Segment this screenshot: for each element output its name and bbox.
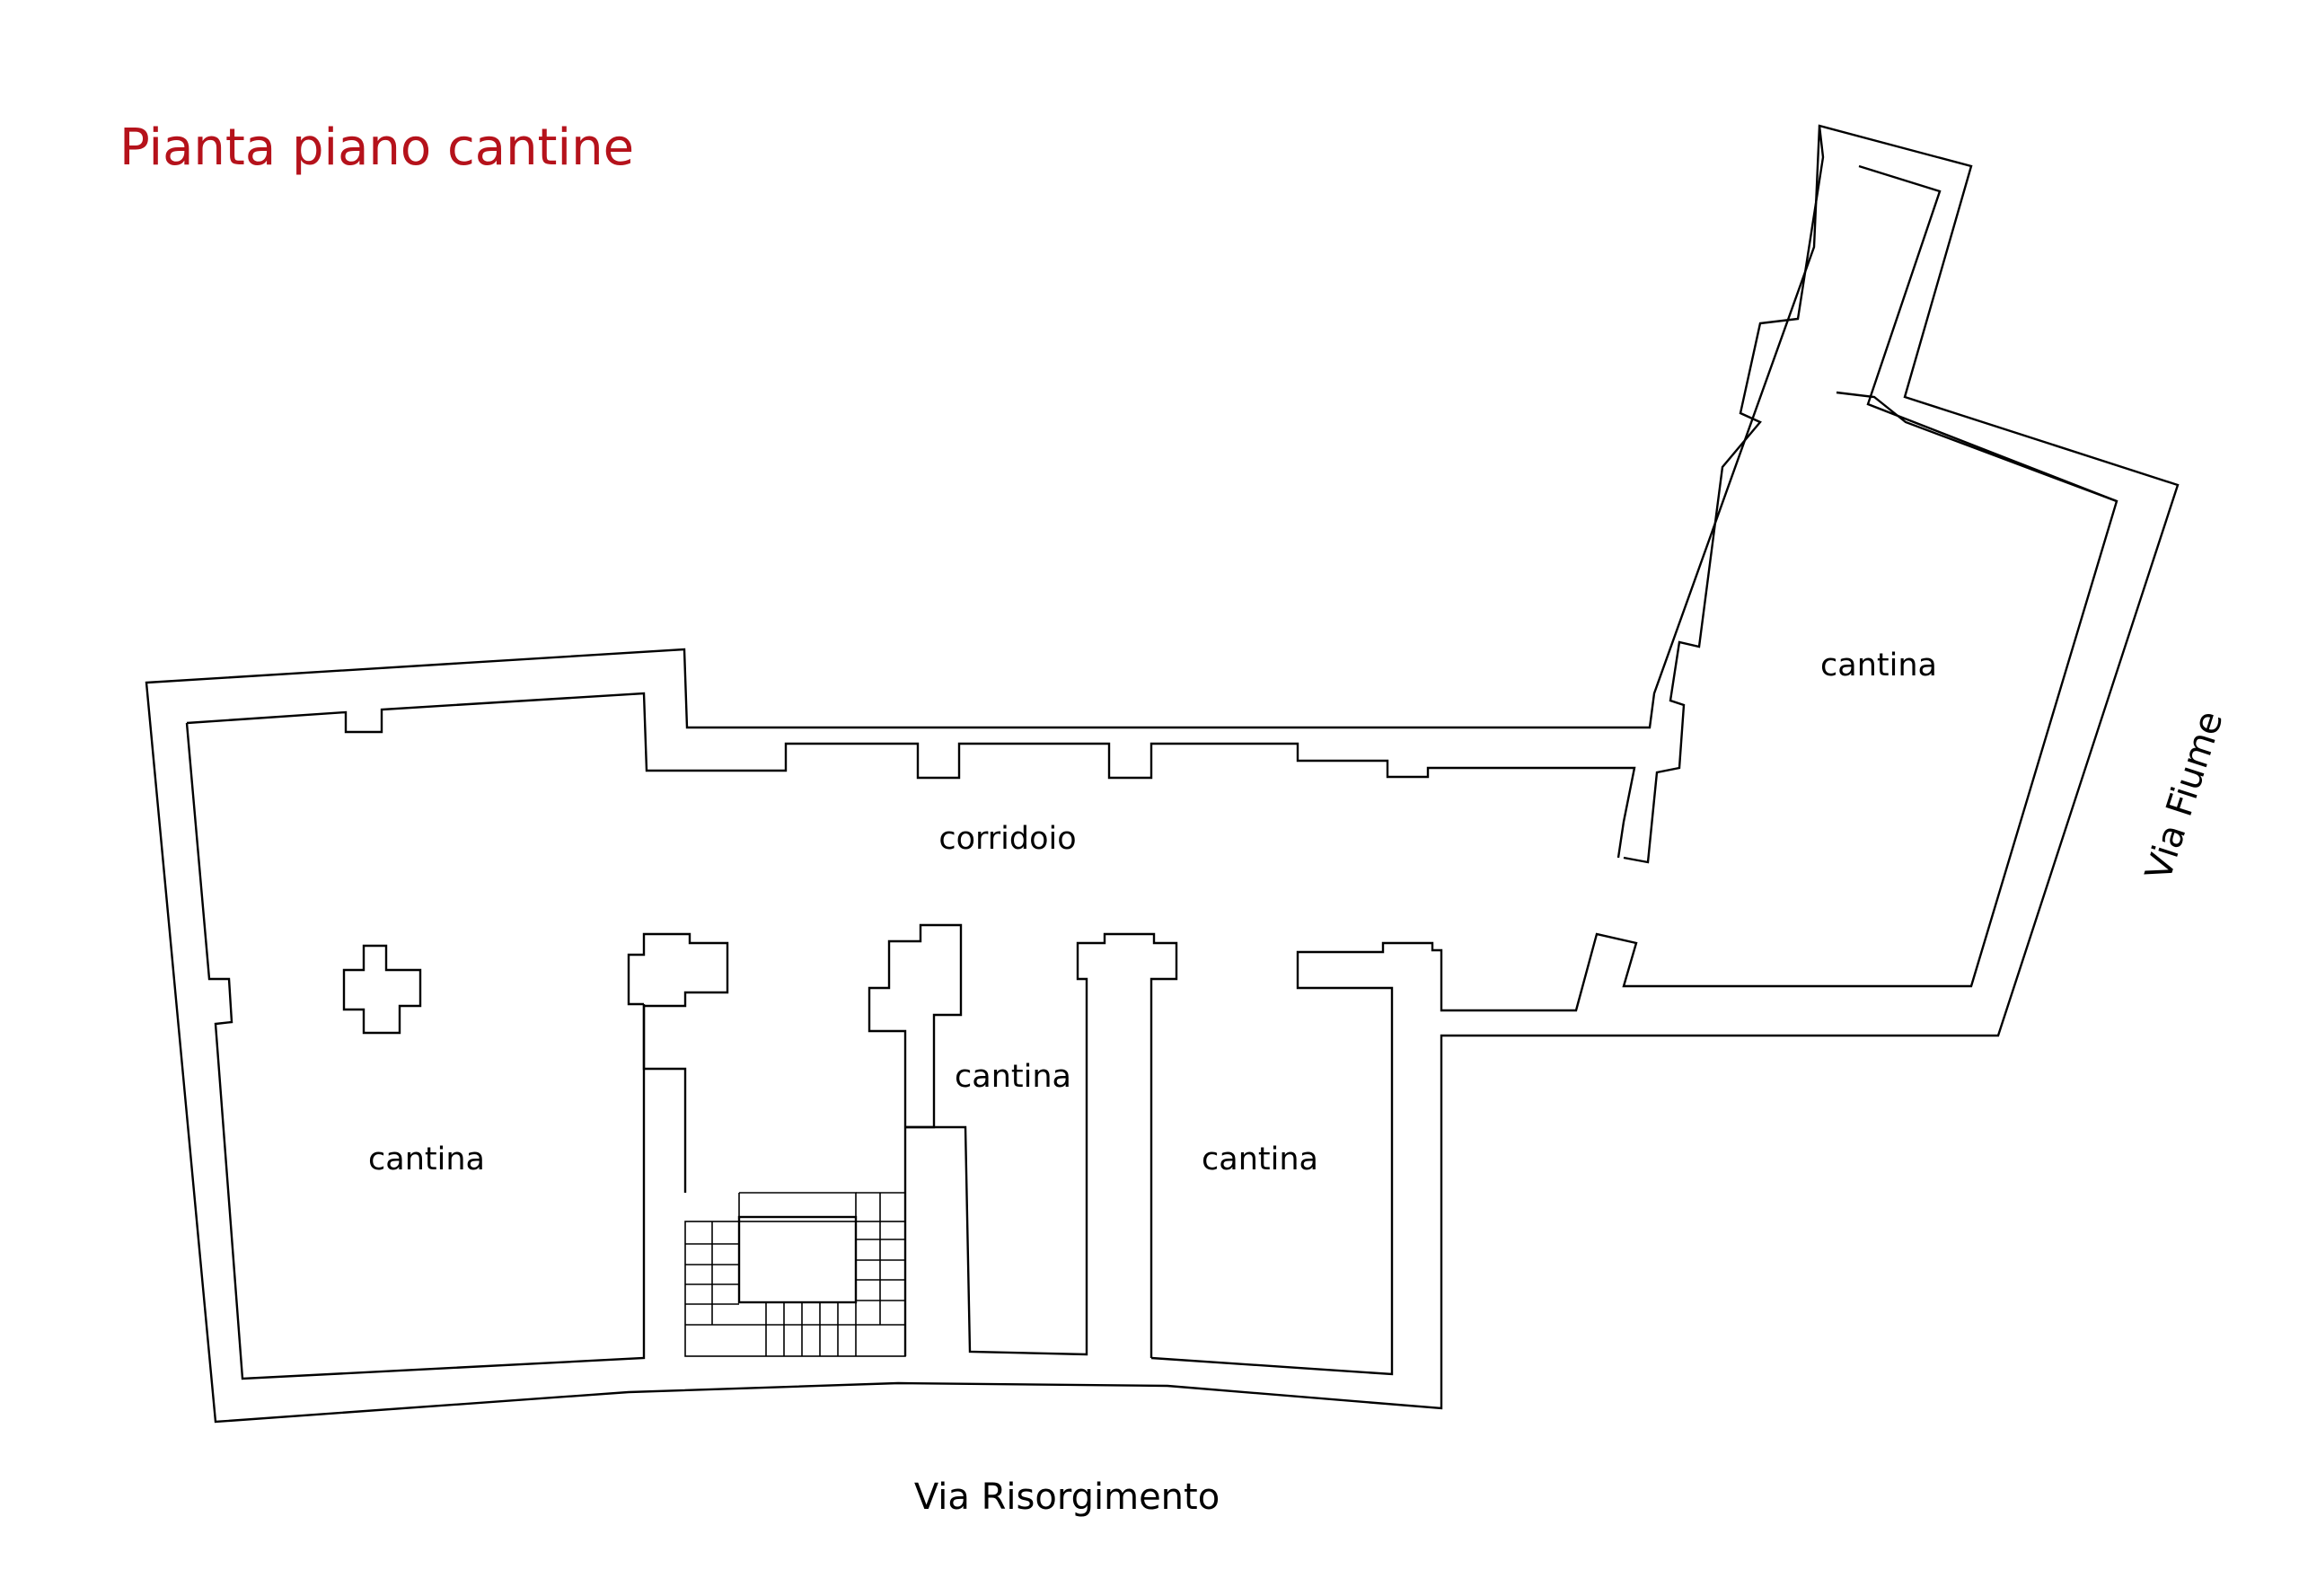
staircase [684,1192,906,1357]
middle-cellar-west-wall [905,932,1178,1358]
west-cellar-west-wall [185,722,646,1380]
room-label-cellar-middle: cantina [955,1059,1071,1095]
room-label-cellar-south: cantina [1202,1142,1318,1177]
west-cellar-pillar [342,944,422,1035]
outer-wall [145,124,2180,1424]
south-cellar-wall [1150,391,2118,1376]
room-label-cellar-east: cantina [1820,648,1937,683]
street-label-via-fiume: Via Fiume [2138,706,2232,886]
middle-cellar-west-pier [868,923,963,1356]
room-label-cellar-west: cantina [368,1142,485,1177]
east-wing-west-wall [1623,125,1825,864]
stair-west-pier [627,932,729,1193]
east-wing-inner-wall [1858,164,2118,503]
plan-title: Pianta piano cantine [119,119,634,177]
west-cellar-inner-wall [186,692,1636,859]
room-label-corridor: corridoio [938,821,1076,857]
street-label-via-risorgimento: Via Risorgimento [914,1477,1220,1518]
